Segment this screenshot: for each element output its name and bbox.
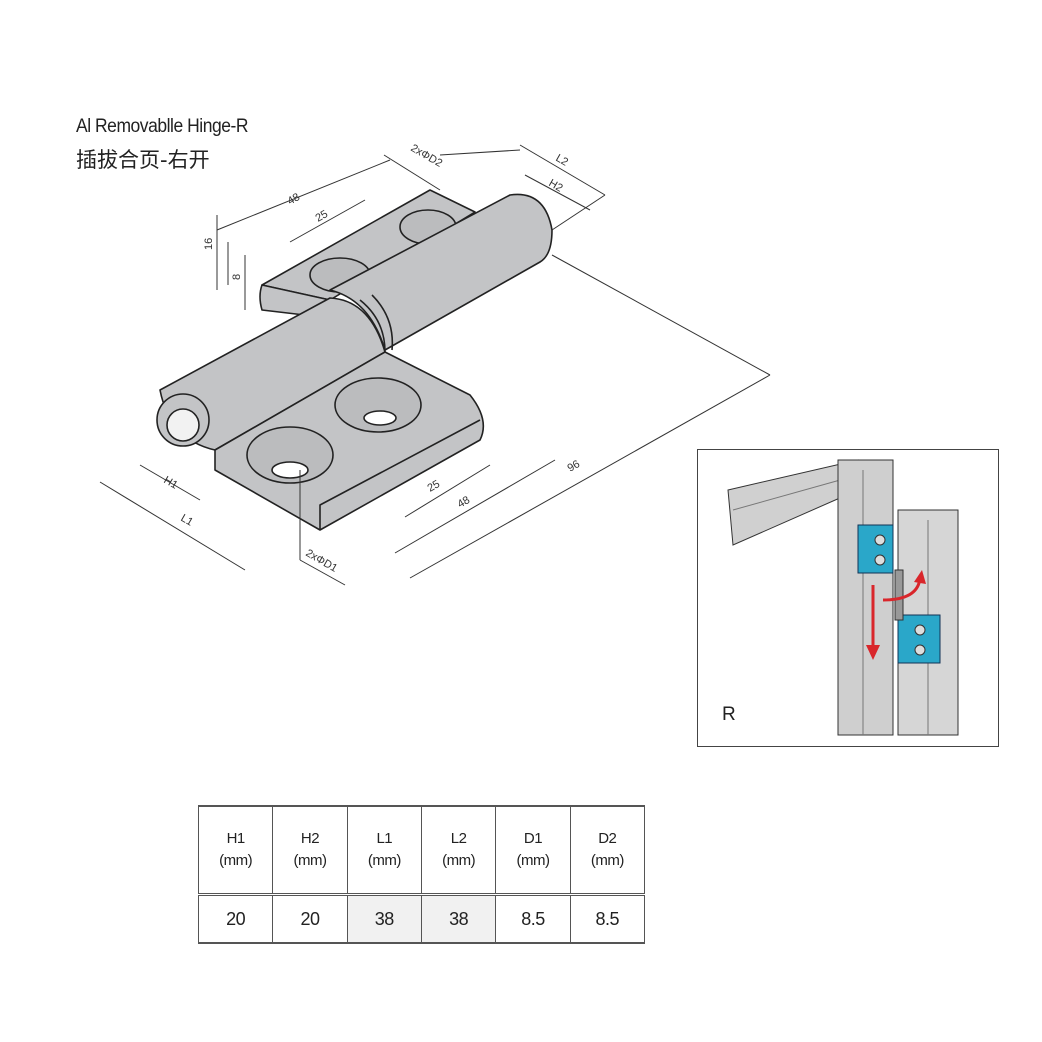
- upper-barrel: [329, 193, 553, 351]
- title-chinese: 插拔合页-右开: [76, 148, 210, 172]
- dim-h2: H2: [547, 177, 565, 194]
- header-l2: L2(mm): [420, 805, 497, 896]
- cell-h2: 20: [272, 894, 348, 944]
- cell-d2: 8.5: [569, 894, 646, 944]
- dim-l2: L2: [554, 152, 571, 169]
- inset-label: R: [722, 704, 736, 725]
- upper-hinge: [857, 524, 894, 574]
- cell-l1: 38: [346, 894, 422, 944]
- dim-96: 96: [566, 458, 583, 475]
- dim-h1: H1: [162, 474, 180, 491]
- header-d2: D2(mm): [569, 805, 646, 896]
- dim-8: 8: [231, 274, 243, 280]
- dim-l1: L1: [179, 512, 196, 529]
- header-l1: L1(mm): [346, 805, 422, 896]
- header-h2: H2(mm): [272, 805, 348, 896]
- cell-l2: 38: [420, 894, 497, 944]
- dim-d2: 2xΦD2: [409, 142, 445, 170]
- header-d1: D1(mm): [495, 805, 571, 896]
- lower-hinge: [897, 614, 941, 664]
- title-english: Al Removablle Hinge-R: [76, 116, 249, 137]
- dim-bottom-25: 25: [426, 478, 443, 495]
- dim-d1: 2xΦD1: [304, 547, 340, 575]
- dim-16: 16: [203, 238, 215, 250]
- dim-top-25: 25: [314, 208, 331, 225]
- lower-hole-1: [334, 377, 422, 433]
- installation-inset: R: [697, 449, 999, 747]
- dim-top-48: 48: [286, 191, 303, 208]
- cell-h1: 20: [197, 894, 274, 944]
- table-header-row: H1(mm) H2(mm) L1(mm) L2(mm) D1(mm) D2(mm…: [197, 805, 646, 896]
- cell-d1: 8.5: [495, 894, 571, 944]
- lower-hole-2: [246, 426, 334, 484]
- installation-illustration: [727, 459, 959, 736]
- dim-bottom-48: 48: [456, 494, 473, 511]
- header-h1: H1(mm): [197, 805, 274, 896]
- spec-table: H1(mm) H2(mm) L1(mm) L2(mm) D1(mm) D2(mm…: [197, 805, 646, 944]
- table-row: 20 20 38 38 8.5 8.5: [197, 894, 646, 944]
